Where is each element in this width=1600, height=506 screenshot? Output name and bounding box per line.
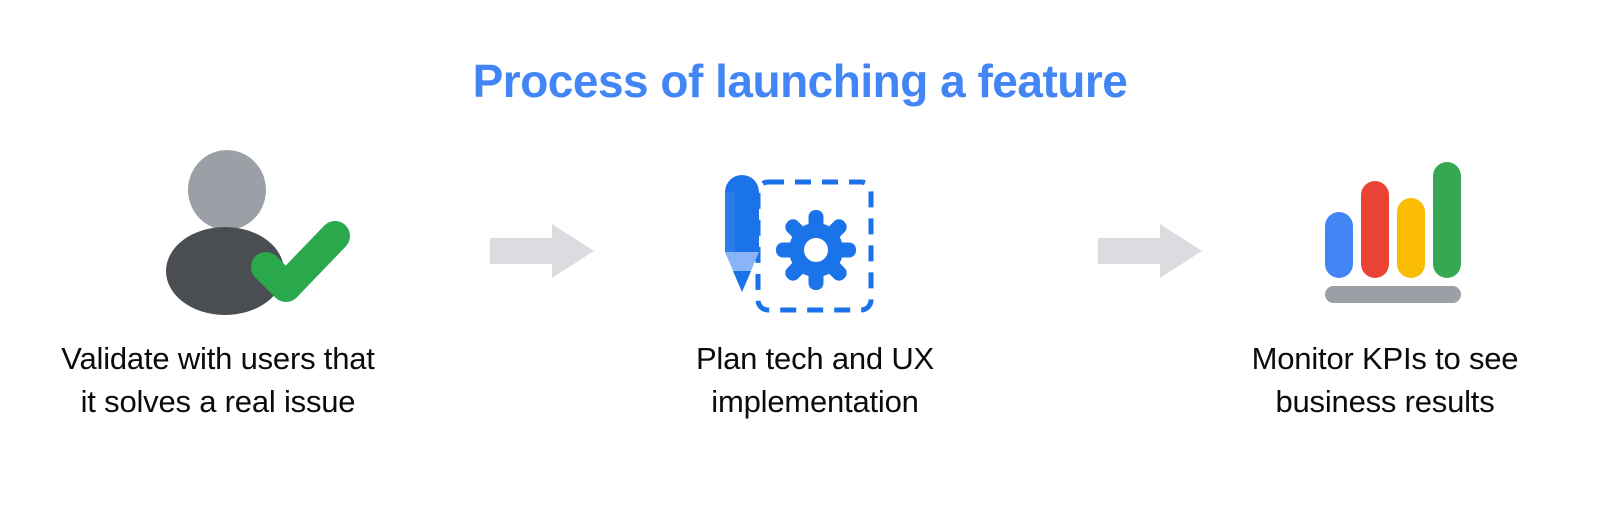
step-1-graphic [8,140,428,330]
chart-bar-2 [1361,181,1389,278]
step-2-graphic [605,140,1025,330]
user-body-shape [166,227,284,315]
process-step-validate: Validate with users that it solves a rea… [8,140,428,460]
step-3-caption: Monitor KPIs to see business results [1175,338,1595,424]
arrow-right-icon-1 [490,224,594,278]
user-verified-icon [166,150,350,315]
pencil-gear-blueprint-icon [725,175,874,313]
step-3-caption-line-1: Monitor KPIs to see [1251,341,1519,376]
step-1-caption: Validate with users that it solves a rea… [8,338,428,424]
step-3-graphic [1175,140,1595,330]
user-head-shape [188,150,266,230]
chart-bar-1 [1325,212,1353,278]
process-step-plan: Plan tech and UX implementation [605,140,1025,460]
arrow-shape [1098,224,1202,278]
chart-baseline-bar [1325,286,1461,303]
gear-shape [776,210,856,290]
step-3-caption-line-2: business results [1275,383,1495,419]
step-2-caption-line-1: Plan tech and UX [695,341,935,376]
chart-bar-3 [1397,198,1425,278]
arrow-right-icon [1098,224,1202,278]
pencil-point-shape [733,271,751,292]
bar-chart-icon [1325,162,1461,303]
step-2-caption: Plan tech and UX implementation [605,338,1025,424]
arrow-right-icon [490,224,594,278]
arrow-right-icon-2 [1098,224,1202,278]
step-1-caption-line-1: Validate with users that [61,341,375,376]
dashed-frame-shape [755,179,874,313]
step-2-caption-line-2: implementation [711,383,919,419]
checkmark-shape [251,221,350,302]
step-1-caption-line-2: it solves a real issue [80,383,356,419]
page-title: Process of launching a feature [472,55,1128,107]
pencil-body-highlight [725,192,735,252]
arrow-shape [490,224,594,278]
chart-bar-4 [1433,162,1461,278]
process-step-monitor: Monitor KPIs to see business results [1175,140,1595,460]
